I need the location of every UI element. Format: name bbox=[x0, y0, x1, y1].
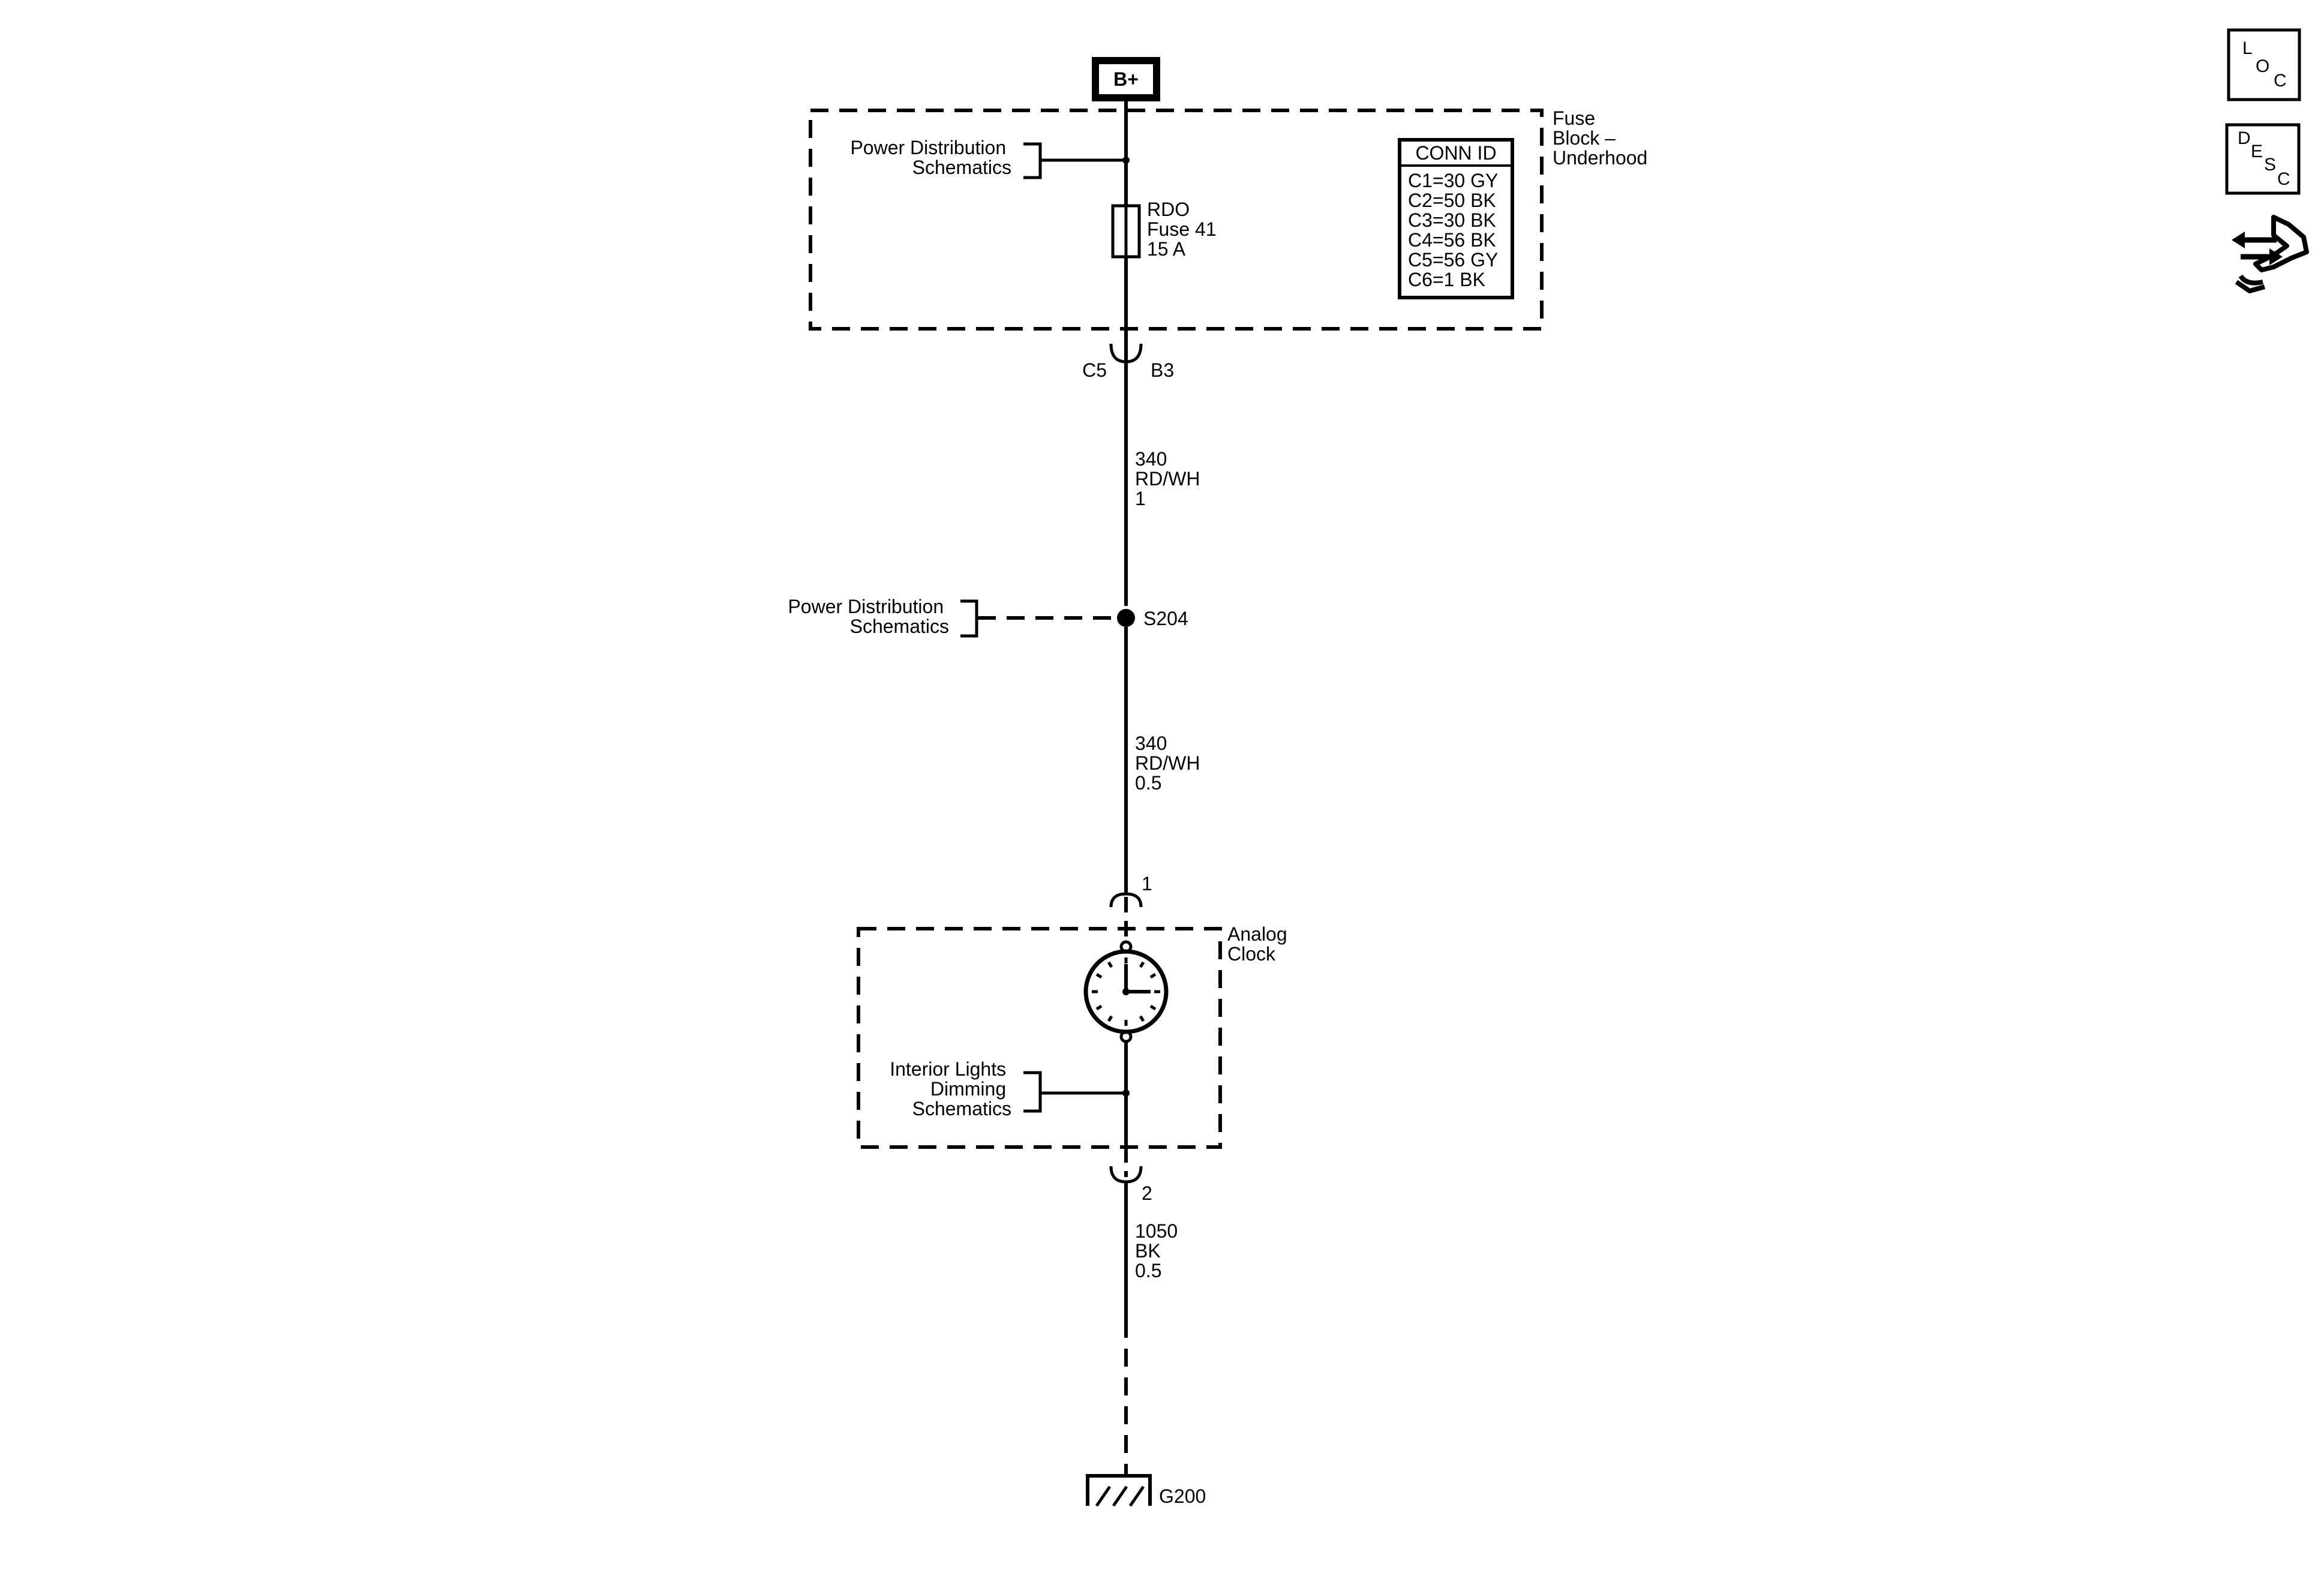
ground-g200: G200 bbox=[1086, 1474, 1206, 1507]
svg-text:Power Distribution Schem: Power Distribution Schematics bbox=[850, 137, 1011, 178]
conn-id-row: C6=1 BK bbox=[1408, 269, 1485, 290]
wire-1-label: 340 RD/WH 1 bbox=[1135, 448, 1205, 509]
splice-label: S204 bbox=[1143, 608, 1188, 629]
splice-s204 bbox=[1117, 609, 1135, 627]
ground-label: G200 bbox=[1159, 1485, 1206, 1507]
analog-clock-outline bbox=[857, 927, 1222, 1149]
svg-text:C: C bbox=[2274, 71, 2287, 91]
interior-lights-dimming-link[interactable]: Interior Lights Dimming Schematics bbox=[890, 1058, 1126, 1119]
connector-right-label: B3 bbox=[1151, 359, 1174, 381]
svg-text:O: O bbox=[2256, 56, 2269, 76]
splice-power-distribution-link[interactable]: Power Distribution Schematics bbox=[788, 596, 1117, 638]
fuse-block-outline bbox=[809, 109, 1544, 331]
wire-3-label: 1050 BK 0.5 bbox=[1135, 1220, 1183, 1281]
conn-id-header: CONN ID bbox=[1415, 142, 1496, 164]
conn-id-row: C5=56 GY bbox=[1408, 249, 1498, 271]
conn-id-row: C3=30 BK bbox=[1408, 209, 1496, 231]
battery-positive-source: B+ bbox=[1092, 57, 1160, 101]
svg-text:D: D bbox=[2238, 128, 2251, 148]
location-button[interactable]: L O C bbox=[2227, 28, 2301, 101]
connector-c5-b3: C5 B3 bbox=[1082, 343, 1174, 606]
clock-pin-in-label: 1 bbox=[1142, 873, 1152, 894]
conn-id-row: C2=50 BK bbox=[1408, 190, 1496, 211]
connector-end-view-icon[interactable] bbox=[2232, 215, 2309, 293]
svg-text:L: L bbox=[2242, 38, 2253, 58]
analog-clock-name: Analog Clock bbox=[1227, 923, 1293, 965]
svg-text:S: S bbox=[2264, 155, 2276, 175]
description-button[interactable]: D E S C bbox=[2225, 123, 2301, 195]
clock-pin-out-label: 2 bbox=[1142, 1182, 1152, 1204]
fuse-label: RDO Fuse 41 15 A bbox=[1147, 199, 1222, 260]
conn-id-row: C1=30 GY bbox=[1408, 170, 1498, 191]
fuse-block-name: Fuse Block – Underhood bbox=[1553, 107, 1647, 169]
fuse-block-power-distribution-link[interactable]: Power Distribution Schematics bbox=[850, 137, 1126, 179]
svg-text:E: E bbox=[2251, 142, 2263, 161]
conn-id-row: C4=56 BK bbox=[1408, 229, 1496, 251]
svg-text:C: C bbox=[2277, 169, 2290, 189]
power-source-label: B+ bbox=[1113, 68, 1139, 90]
svg-text:Interior Lights Dimming: Interior Lights Dimming Schematics bbox=[890, 1058, 1011, 1119]
wire-2-label: 340 RD/WH 0.5 bbox=[1135, 733, 1205, 794]
clock-icon bbox=[1083, 940, 1169, 1043]
svg-text:C1=30 GY C2=50 BK: C1=30 GY C2=50 BK C3=30 BK C4=56 BK C5=5… bbox=[1408, 170, 1503, 290]
clock-connector-pin-2: 2 bbox=[1109, 1147, 1152, 1204]
clock-connector-pin-1: 1 bbox=[1109, 873, 1152, 945]
connector-id-table: CONN ID C1=30 GY C2=50 BK C3=30 BK C4=56… bbox=[1398, 138, 1514, 299]
connector-left-label: C5 bbox=[1082, 359, 1107, 381]
svg-text:Power Distribution Schem: Power Distribution Schematics bbox=[788, 596, 949, 637]
